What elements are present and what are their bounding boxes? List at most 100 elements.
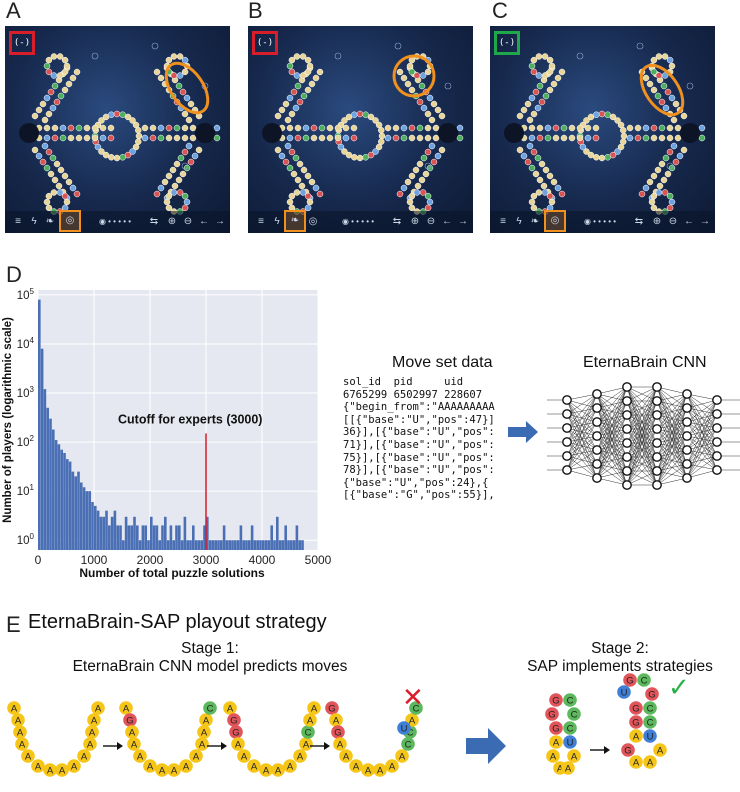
histogram-bar xyxy=(250,525,254,550)
x-tick-label: 5000 xyxy=(305,553,332,567)
histogram-bar xyxy=(183,516,187,550)
nucleotide-A xyxy=(91,701,105,715)
histogram-bar xyxy=(88,491,91,550)
histogram-bar xyxy=(150,516,153,550)
nucleotide-A xyxy=(561,761,575,775)
mode-icon[interactable]: (-) xyxy=(9,31,35,55)
zoom-out-icon[interactable]: ⊖ xyxy=(183,216,193,227)
success-check-icon: ✓ xyxy=(668,673,690,703)
menu-icon[interactable]: ≡ xyxy=(15,216,21,227)
nucleotide-label: G xyxy=(328,704,335,715)
cnn-node xyxy=(712,437,722,447)
nucleotide-label: A xyxy=(91,716,98,727)
histogram-bar xyxy=(52,429,55,550)
leaf-icon[interactable]: ❧ xyxy=(284,210,306,232)
zoom-in-icon[interactable]: ⊕ xyxy=(167,216,177,227)
nucleotide-label: A xyxy=(553,738,560,749)
bolt-icon[interactable]: ϟ xyxy=(31,216,37,227)
cnn-node xyxy=(652,424,662,434)
histogram-bar xyxy=(113,510,117,550)
histogram-bar xyxy=(200,540,203,550)
histogram-bar xyxy=(169,525,173,550)
leaf-icon[interactable]: ❧ xyxy=(45,216,55,227)
palette-icon[interactable]: ◉ • • • • • xyxy=(583,217,617,226)
menu-icon[interactable]: ≡ xyxy=(258,216,264,227)
cnn-diagram xyxy=(547,382,740,490)
cnn-node xyxy=(562,423,572,433)
nucleotide-A xyxy=(247,759,261,773)
mode-icon[interactable]: (-) xyxy=(494,31,520,55)
nucleotide-label: A xyxy=(550,752,557,763)
palette-icon[interactable]: ◉ • • • • • xyxy=(98,217,132,226)
target-icon[interactable]: ◎ xyxy=(544,210,566,232)
nucleotide-A xyxy=(299,737,313,751)
nucleotide-label: A xyxy=(377,766,384,777)
undo-icon[interactable]: ← xyxy=(199,216,209,227)
bolt-icon[interactable]: ϟ xyxy=(274,216,280,227)
zoom-in-icon[interactable]: ⊕ xyxy=(652,216,662,227)
nucleotide-A xyxy=(87,713,101,727)
cnn-node xyxy=(682,403,692,413)
histogram-bar xyxy=(119,525,122,550)
zoom-out-icon[interactable]: ⊖ xyxy=(668,216,678,227)
histogram-bar xyxy=(158,540,161,550)
nucleotide-A xyxy=(77,749,91,763)
mode-icon[interactable]: (-) xyxy=(252,31,278,55)
redo-icon[interactable]: → xyxy=(458,216,468,227)
nucleotide-label: A xyxy=(333,716,340,727)
histogram-bar xyxy=(298,540,301,550)
y-tick-label: 104 xyxy=(17,336,35,351)
target-icon[interactable]: ◎ xyxy=(59,210,81,232)
nucleotide-label: A xyxy=(171,766,178,777)
redo-icon[interactable]: → xyxy=(215,216,225,227)
histogram-bar xyxy=(236,540,240,550)
nucleotide-A xyxy=(303,713,317,727)
histogram-bar xyxy=(234,540,237,550)
palette-icon[interactable]: ◉ • • • • • xyxy=(341,217,375,226)
swap-icon[interactable]: ⇆ xyxy=(149,216,159,227)
histogram-bar xyxy=(194,540,198,550)
nucleotide-label: A xyxy=(343,752,350,763)
nucleotide-A xyxy=(179,759,193,773)
zoom-out-icon[interactable]: ⊖ xyxy=(426,216,436,227)
nucleotide-label: A xyxy=(409,716,416,727)
cnn-node xyxy=(652,396,662,406)
histogram-bar xyxy=(256,540,259,550)
game-toolbar: ≡ ϟ ❧ ◎ ◉ • • • • • ⇆ ⊕ ⊖ ← → xyxy=(248,210,473,233)
nucleotide-label: A xyxy=(307,716,314,727)
swap-icon[interactable]: ⇆ xyxy=(634,216,644,227)
nucleotide-label: A xyxy=(565,764,572,775)
undo-icon[interactable]: ← xyxy=(442,216,452,227)
bolt-icon[interactable]: ϟ xyxy=(516,216,522,227)
nucleotide-G xyxy=(645,687,659,701)
swap-icon[interactable]: ⇆ xyxy=(392,216,402,227)
nucleotide-U xyxy=(617,685,631,699)
histogram-bar xyxy=(295,525,299,550)
histogram-bar xyxy=(180,540,184,550)
nucleotide-label: A xyxy=(193,752,200,763)
histogram-bar xyxy=(130,525,133,550)
nucleotide-label: A xyxy=(129,728,136,739)
redo-icon[interactable]: → xyxy=(700,216,710,227)
leaf-icon[interactable]: ❧ xyxy=(530,216,540,227)
nucleotide-A xyxy=(83,737,97,751)
nucleotide-label: U xyxy=(401,724,408,735)
nucleotide-G xyxy=(629,715,643,729)
histogram-bar xyxy=(253,540,257,550)
nucleotide-label: A xyxy=(203,716,210,727)
target-icon[interactable]: ◎ xyxy=(308,216,318,227)
histogram-bar xyxy=(54,440,58,550)
histogram-bar xyxy=(144,525,147,550)
zoom-in-icon[interactable]: ⊕ xyxy=(410,216,420,227)
nucleotide-label: A xyxy=(183,762,190,773)
nucleotide-label: C xyxy=(413,704,420,715)
nucleotide-label: A xyxy=(657,746,664,757)
undo-icon[interactable]: ← xyxy=(684,216,694,227)
cnn-node xyxy=(592,459,602,469)
nucleotide-A xyxy=(283,759,297,773)
nucleotide-A xyxy=(333,737,347,751)
nucleotide-label: A xyxy=(131,740,138,751)
menu-icon[interactable]: ≡ xyxy=(500,216,506,227)
nucleotide-label: A xyxy=(647,758,654,769)
histogram-bar xyxy=(281,540,285,550)
